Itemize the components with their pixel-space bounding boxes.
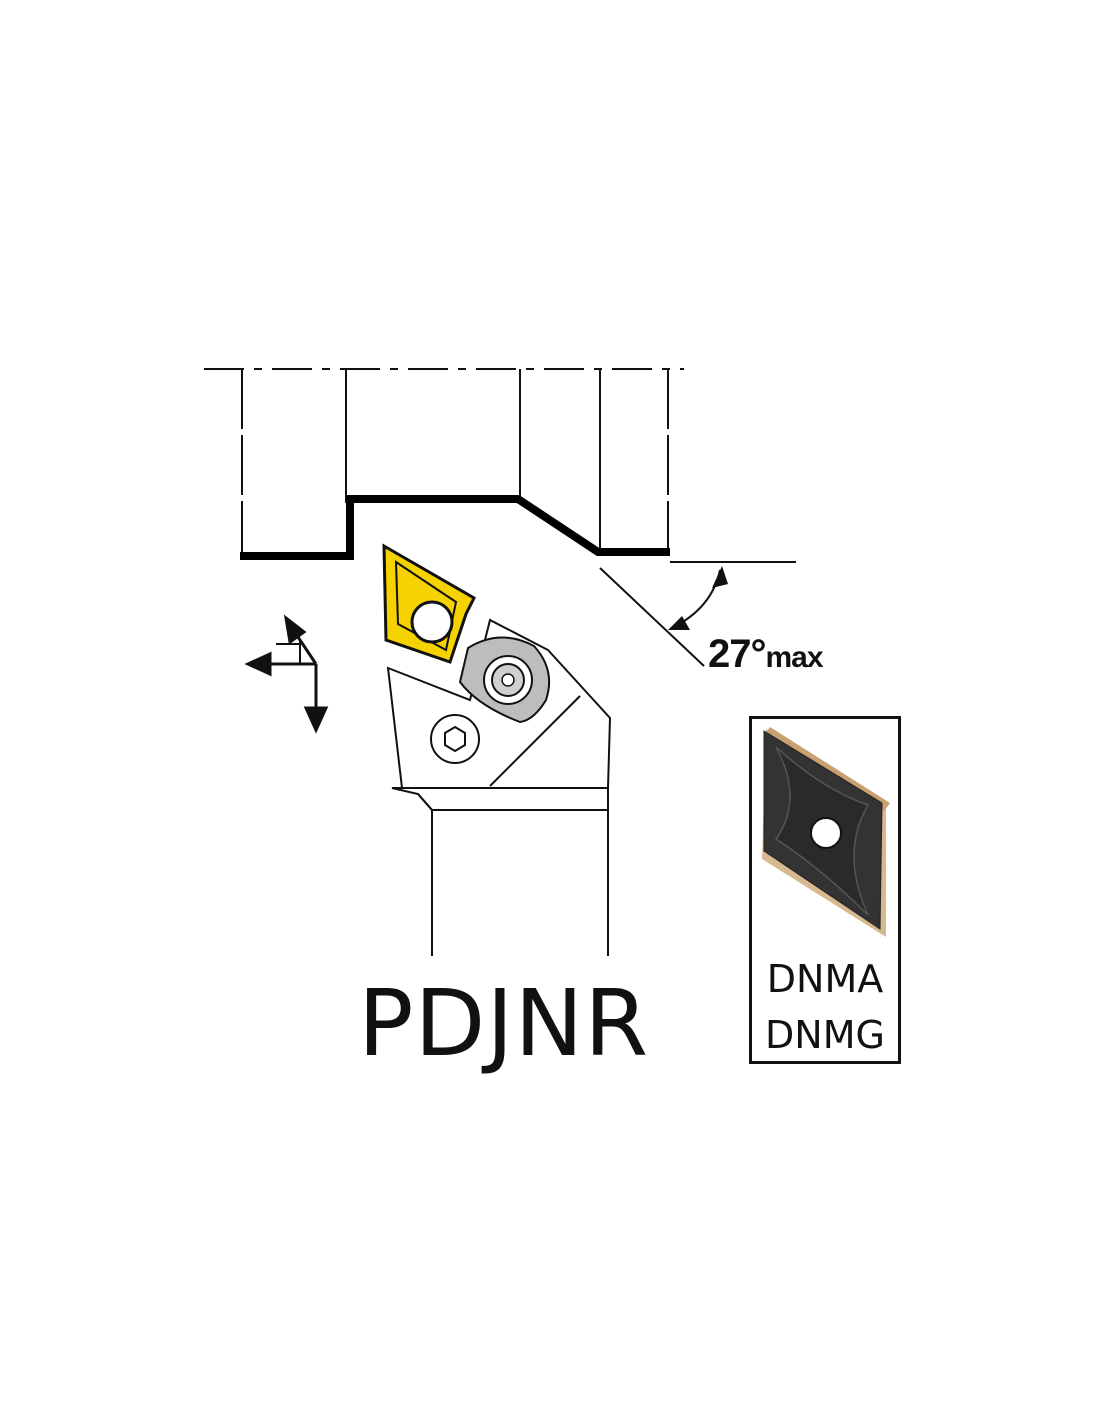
angle-suffix: max: [765, 641, 824, 674]
machined-contour: [240, 495, 670, 560]
workpiece-profile: [241, 369, 669, 556]
insert-code-dnmg: DNMG: [765, 1013, 885, 1057]
angle-arrow-top: [712, 566, 728, 588]
insert-panel: DNMA DNMG: [749, 716, 901, 1064]
clamp-screw-hex: [444, 725, 466, 753]
cutting-insert-yellow: [382, 543, 476, 664]
insert-code-dnma: DNMA: [766, 957, 884, 1001]
angle-value: 27°: [708, 632, 766, 676]
lever-clamp: [458, 636, 550, 724]
insert-codes: DNMA DNMG: [752, 951, 898, 1063]
angle-arrow-bottom: [668, 616, 690, 630]
angle-leader-line: [599, 567, 705, 667]
feed-direction-arrows: [244, 614, 329, 734]
model-title: PDJNR: [358, 970, 650, 1077]
angle-label: 27°max: [708, 632, 824, 677]
insert-image: [762, 727, 890, 937]
